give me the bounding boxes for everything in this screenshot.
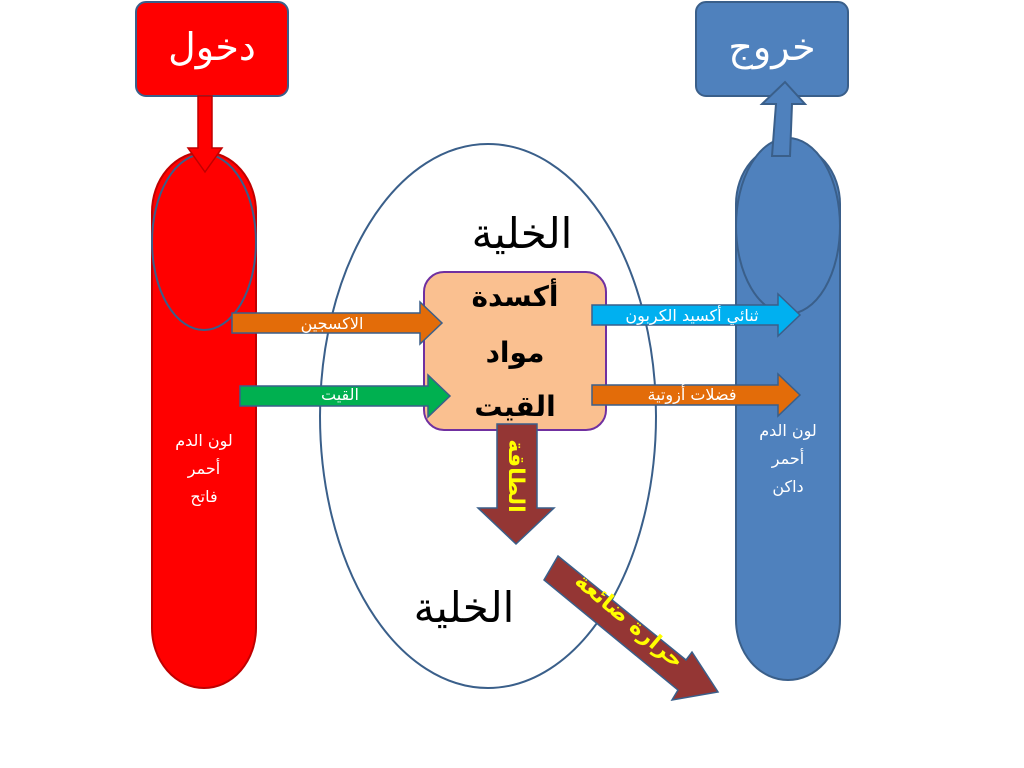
left-vessel-line-1: لون الدم: [175, 431, 233, 451]
process-line-1: أكسدة: [471, 278, 558, 313]
entry-label: دخول: [168, 25, 256, 70]
lost-heat-arrow: [543, 554, 720, 702]
cell-label-top: الخلية: [472, 209, 573, 258]
co2-arrow: [591, 292, 802, 338]
left-vessel-line-3: فاتح: [190, 487, 217, 507]
nitrogen-waste-label: فضلات أزوتية: [648, 384, 737, 405]
energy-label: الطاقة: [503, 439, 528, 512]
process-line-3: القيت: [474, 390, 555, 423]
left-vessel-top-ellipse: [151, 153, 257, 331]
process-line-2: مواد: [486, 336, 545, 369]
cell-label-bottom: الخلية: [414, 583, 515, 632]
co2-label: ثنائي أكسيد الكربون: [625, 305, 758, 326]
entry-arrow: [186, 95, 224, 174]
right-vessel-line-3: داكن: [772, 477, 803, 497]
energy-arrow: [476, 423, 556, 546]
right-vessel-top-ellipse: [735, 137, 841, 315]
right-vessel-line-2: أحمر: [771, 448, 804, 469]
food-arrow: [239, 373, 452, 419]
oxygen-label: الاكسجين: [301, 314, 364, 334]
food-label: القيت: [321, 385, 359, 404]
left-vessel-line-2: أحمر: [187, 458, 220, 479]
exit-arrow: [759, 80, 808, 157]
right-vessel-line-1: لون الدم: [759, 421, 817, 441]
oxygen-arrow: [231, 300, 444, 346]
nitrogen-waste-arrow: [591, 372, 802, 418]
exit-label: خروج: [728, 25, 815, 70]
